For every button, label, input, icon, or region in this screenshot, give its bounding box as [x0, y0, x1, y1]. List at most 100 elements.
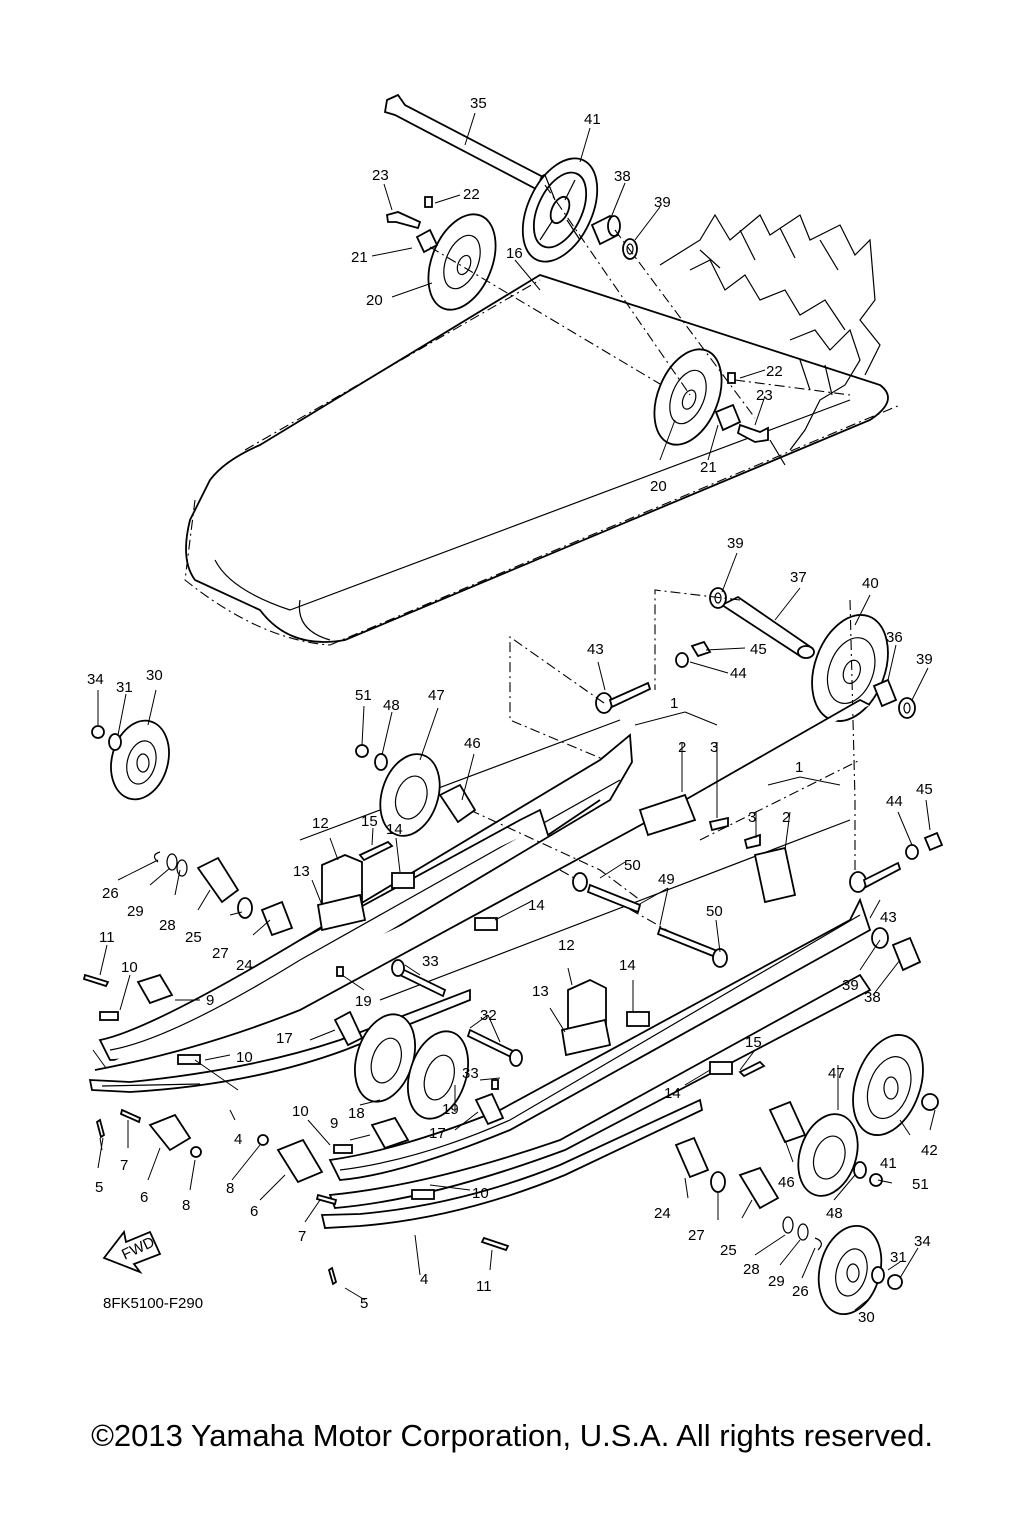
collar-17-right — [474, 1092, 505, 1126]
bracket-13-lower — [560, 1018, 612, 1057]
callout-40: 40 — [862, 575, 879, 592]
collar-38-upper — [590, 214, 621, 246]
nut-34-right — [887, 1274, 903, 1290]
callout-6-right: 6 — [250, 1203, 258, 1220]
callout-51-upper: 51 — [355, 687, 372, 704]
callout-48-lower: 48 — [826, 1205, 843, 1222]
callout-14-lower: 14 — [619, 957, 636, 974]
bumper-24-left — [260, 900, 294, 937]
rivet-7-right — [315, 1193, 338, 1206]
block-9-right — [370, 1116, 410, 1150]
callout-39-rear: 39 — [727, 535, 744, 552]
plug-22-upper-right — [727, 372, 736, 384]
collar-21-upper-left — [415, 228, 439, 254]
callout-45-lower: 45 — [916, 781, 933, 798]
plug-19-lower — [491, 1079, 499, 1090]
callout-34-right: 34 — [914, 1233, 931, 1250]
rivet-11-left — [82, 973, 110, 988]
callout-39-rear-right: 39 — [916, 651, 933, 668]
callout-2-upper: 2 — [678, 739, 686, 756]
callout-45-upper: 45 — [750, 641, 767, 658]
callout-28-right: 28 — [743, 1261, 760, 1278]
callout-15-lower: 15 — [745, 1034, 762, 1051]
washer-39-upper — [622, 238, 638, 260]
callout-19-upper: 19 — [355, 993, 372, 1010]
callout-22-upper-left: 22 — [463, 186, 480, 203]
washer-27-left — [237, 897, 253, 919]
callout-12-lower: 12 — [558, 937, 575, 954]
washer-8-right — [257, 1134, 269, 1146]
wheel-47-lower — [797, 1113, 859, 1197]
callout-46-lower: 46 — [778, 1174, 795, 1191]
callout-50-upper: 50 — [624, 857, 641, 874]
slide-4-left — [88, 988, 471, 1093]
callout-31-right: 31 — [890, 1249, 907, 1266]
wheel-30-left — [110, 719, 170, 801]
callout-26-right: 26 — [792, 1283, 809, 1300]
wheel-41-upper — [521, 157, 599, 263]
callout-17-upper: 17 — [276, 1030, 293, 1047]
callout-20-upper-right: 20 — [650, 478, 667, 495]
collar-17-left — [333, 1010, 364, 1047]
screw-5-left — [95, 1118, 106, 1139]
callout-22-upper-right: 22 — [766, 363, 783, 380]
pin-15-upper — [358, 840, 394, 862]
callout-5-left: 5 — [95, 1179, 103, 1196]
cross-shaft-rear — [299, 719, 851, 1001]
callout-10-left-upper: 10 — [121, 959, 138, 976]
washer-50-upper — [572, 872, 588, 892]
callout-50-lower: 50 — [706, 903, 723, 920]
washer-48-lower — [853, 1161, 867, 1179]
bracket-46-upper — [438, 783, 477, 824]
callout-21-upper-right: 21 — [700, 459, 717, 476]
callout-18: 18 — [348, 1105, 365, 1122]
bolt-23-upper-left — [385, 211, 422, 230]
callout-9-right: 9 — [330, 1115, 338, 1132]
callout-39-upper: 39 — [654, 194, 671, 211]
clip-10-left-lower — [177, 1054, 201, 1065]
washer-33-upper — [391, 959, 405, 977]
callout-11-left: 11 — [99, 929, 115, 946]
washer-8-left — [190, 1146, 202, 1158]
callout-19-lower: 19 — [442, 1101, 459, 1118]
callout-44-upper: 44 — [730, 665, 747, 682]
callout-34-left: 34 — [87, 671, 104, 688]
pad-14-mid — [474, 917, 498, 931]
nut-51-lower — [869, 1173, 883, 1187]
collar-38-lower — [891, 936, 922, 972]
callout-49: 49 — [658, 871, 675, 888]
callout-3-lower: 3 — [748, 809, 756, 826]
callout-33-upper: 33 — [422, 953, 439, 970]
upper-shaft-35 — [383, 93, 551, 192]
callout-38-upper: 38 — [614, 168, 631, 185]
callout-10-left-lower: 10 — [236, 1049, 253, 1066]
block-25-left — [196, 856, 240, 904]
callout-27-left: 27 — [212, 945, 229, 962]
washer-39-lower — [871, 927, 889, 949]
washer-27-right — [710, 1171, 726, 1193]
callout-39-lower: 39 — [842, 977, 859, 994]
callout-6-left: 6 — [140, 1189, 148, 1206]
ring-28-right — [782, 1216, 794, 1234]
callout-10-right-lower: 10 — [472, 1185, 489, 1202]
callout-41-upper: 41 — [584, 111, 601, 128]
callout-14-lower-2: 14 — [664, 1085, 681, 1102]
callout-41-lower: 41 — [880, 1155, 897, 1172]
callout-42: 42 — [921, 1142, 938, 1159]
plug-19-upper — [336, 966, 344, 977]
callout-9-left: 9 — [206, 992, 214, 1009]
wheel-41-lower — [852, 1034, 924, 1136]
leader-lines — [92, 112, 936, 1311]
parts-diagram: FWD 8FK5100-F290 35 41 38 39 23 22 21 16… — [82, 93, 944, 1326]
screw-5-right — [327, 1266, 338, 1286]
screw-3-lower — [743, 833, 761, 850]
callout-4-right: 4 — [420, 1271, 428, 1288]
callout-31-left: 31 — [116, 679, 133, 696]
bracket-13-upper — [316, 893, 367, 932]
callout-29-right: 29 — [768, 1273, 785, 1290]
pad-14-lower — [626, 1011, 650, 1027]
clip-10-right-lower — [411, 1189, 435, 1200]
callout-8-left: 8 — [182, 1197, 190, 1214]
diagram-code: 8FK5100-F290 — [103, 1295, 203, 1312]
plate-2-upper — [638, 793, 697, 837]
